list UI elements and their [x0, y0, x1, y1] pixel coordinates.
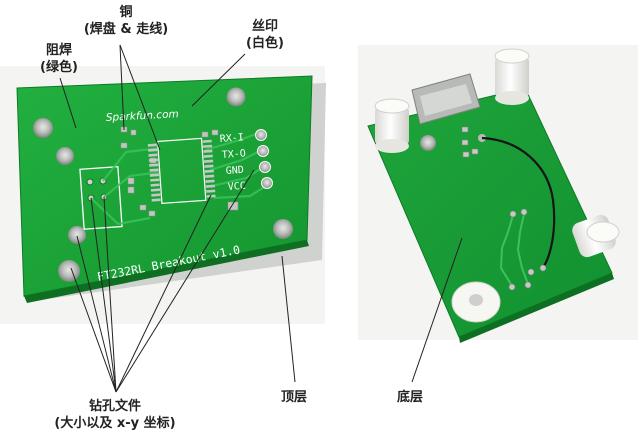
bottom-pads [461, 126, 479, 158]
leader-line-soldermask [59, 77, 77, 129]
leader-line-drill [115, 194, 212, 393]
label-silkscreen: 丝印 (白色) [230, 18, 300, 52]
leader-line-silkscreen [191, 53, 246, 107]
smd-pad [461, 139, 469, 146]
label-top-layer: 顶层 [280, 390, 307, 405]
leader-line-drill [90, 197, 117, 393]
bottom-traces [499, 213, 529, 287]
standoff [451, 281, 501, 323]
smd-pad [127, 177, 135, 185]
standoff [494, 48, 530, 105]
via [527, 268, 535, 276]
standoff [374, 98, 410, 153]
label-silkscreen-title: 丝印 [251, 19, 278, 34]
header-pin [259, 161, 271, 173]
header-pins [255, 129, 273, 189]
header-pin [255, 129, 267, 141]
label-drill: 钻孔文件 (大小以及 x-y 坐标) [40, 398, 190, 432]
label-silkscreen-sub: (白色) [246, 36, 284, 51]
label-copper-sub: (焊盘 & 走线) [83, 22, 169, 37]
smd-pad [211, 129, 219, 136]
leader-line-top-layer [281, 255, 296, 383]
usb-connector [411, 73, 481, 125]
smd-pad [471, 148, 479, 155]
leader-line-copper [119, 44, 161, 151]
silk-pin-label: RX-I [219, 132, 244, 145]
leader-lines [59, 44, 463, 393]
mounting-hole [226, 87, 246, 107]
ic-footprint [147, 137, 216, 204]
label-drill-sub: (大小以及 x-y 坐标) [54, 416, 176, 431]
mounting-hole [33, 118, 53, 138]
leader-line-drill [103, 196, 117, 393]
leader-line-drill [70, 267, 117, 393]
via [520, 208, 528, 216]
silk-pin-label: TX-O [221, 148, 246, 161]
label-copper-title: 铜 [119, 5, 133, 20]
label-soldermask: 阻焊 (绿色) [24, 42, 94, 76]
mounting-hole [273, 219, 293, 239]
bottom-vias [508, 208, 547, 291]
smd-pad [139, 204, 147, 211]
mounting-hole [58, 260, 80, 282]
label-soldermask-sub: (绿色) [40, 60, 78, 75]
smd-pad [130, 129, 137, 136]
bottom-mounting-hole [420, 135, 436, 151]
leader-line-drill [115, 169, 255, 393]
label-soldermask-title: 阻焊 [45, 43, 72, 58]
header-pin [257, 145, 269, 157]
smd-pad [127, 186, 135, 194]
smd-pad [462, 151, 470, 158]
standoffs [374, 48, 620, 323]
leader-line-drill [76, 235, 117, 393]
top-board-edge [24, 240, 309, 303]
leader-line-copper [119, 44, 125, 131]
usb-pad [56, 147, 74, 165]
via [539, 264, 547, 272]
leader-line-bottom-layer [411, 237, 463, 383]
smd-pad [201, 131, 209, 138]
standoff [572, 214, 620, 258]
label-drill-title: 钻孔文件 [88, 399, 141, 414]
label-bottom-layer: 底层 [396, 390, 423, 405]
bottom-board-edge [459, 273, 614, 343]
usb-pad [68, 226, 86, 244]
smd-pad [148, 210, 156, 217]
jumper-wire [481, 136, 556, 267]
smd-pad [120, 142, 128, 149]
usb-outline [79, 165, 123, 230]
smd-pad [461, 126, 469, 133]
label-copper: 铜 (焊盘 & 走线) [66, 4, 186, 38]
via [509, 210, 517, 218]
silk-pin-label: GND [225, 165, 244, 177]
via [524, 281, 532, 289]
via [86, 178, 94, 186]
via [508, 283, 516, 291]
smd-pad [227, 201, 239, 211]
header-pin [261, 177, 273, 189]
